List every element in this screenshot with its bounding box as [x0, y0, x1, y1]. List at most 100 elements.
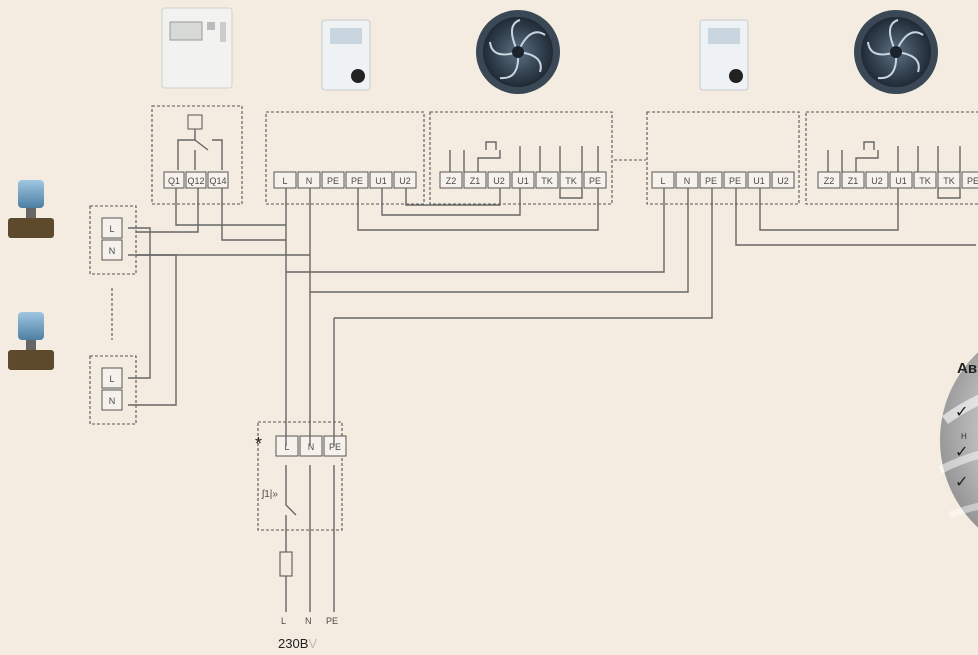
terminal-label: PE [729, 176, 741, 186]
terminal-label: U2 [493, 176, 505, 186]
terminal-label: U2 [777, 176, 789, 186]
terminal-box [101, 217, 123, 239]
terminal-box [297, 171, 321, 189]
terminal-box [369, 171, 393, 189]
terminal-box [535, 171, 559, 189]
terminal-label: Z2 [824, 176, 835, 186]
fan-b-enclosure [805, 111, 978, 205]
terminal-label: Z2 [446, 176, 457, 186]
terminal-label: PE [351, 176, 363, 186]
actuator-2-terminal-strip: LN [101, 367, 123, 411]
terminal-label: TK [943, 176, 955, 186]
panel-title: Ав [957, 360, 978, 377]
terminal-label: PE [705, 176, 717, 186]
terminal-label: TK [919, 176, 931, 186]
feature-panel-sphere [938, 352, 978, 528]
fan-a-enclosure [429, 111, 613, 205]
terminal-label: N [308, 442, 315, 452]
breaker-label: ʃ1|» [261, 489, 278, 500]
voltage-value: 230В [278, 636, 309, 651]
voltage-label: 230ВV [278, 636, 317, 651]
check-mark-icon: ✓ [955, 474, 969, 491]
actuator-1-terminal-strip: LN [101, 217, 123, 261]
valve-actuator-icon [8, 312, 54, 370]
terminal-label: U2 [399, 176, 411, 186]
terminal-box [913, 171, 937, 189]
terminal-label: Q14 [209, 176, 226, 186]
terminal-box [101, 389, 123, 411]
terminal-box [817, 171, 841, 189]
terminal-box [463, 171, 487, 189]
fan-icon [854, 10, 938, 94]
air-unit-icon [699, 19, 749, 91]
terminal-label: U1 [375, 176, 387, 186]
terminal-label: PE [589, 176, 601, 186]
terminal-box [207, 171, 229, 189]
voltage-suffix: V [308, 636, 318, 651]
supply-terminal-strip: L N PE [275, 435, 347, 457]
fan-b-internals [827, 141, 961, 172]
valve-actuator-icon [8, 180, 54, 238]
panel-small-text: Н [961, 432, 967, 441]
terminal-label: U1 [895, 176, 907, 186]
terminal-label: PE [327, 176, 339, 186]
terminal-label: Z1 [470, 176, 481, 186]
terminal-box [345, 171, 369, 189]
fan-a-terminal-strip: Z2 Z1 U2 U1 TK TK PE [439, 171, 607, 189]
terminal-label: TK [541, 176, 553, 186]
unit-b-enclosure [646, 111, 800, 205]
wiring [128, 188, 976, 612]
terminal-box [841, 171, 865, 189]
check-mark-icon: ✓ [955, 404, 969, 421]
fuse-symbol [279, 551, 293, 577]
terminal-box [393, 171, 417, 189]
terminal-label: U1 [753, 176, 765, 186]
terminal-label: TK [565, 176, 577, 186]
actuator-2-enclosure [89, 355, 137, 425]
terminal-box [583, 171, 607, 189]
terminal-box [889, 171, 913, 189]
terminal-box [439, 171, 463, 189]
terminal-label: U2 [871, 176, 883, 186]
terminal-label: L [109, 374, 114, 384]
fan-icon [476, 10, 560, 94]
terminal-label: PE [329, 442, 341, 452]
terminal-label: PE [967, 176, 978, 186]
terminal-box [699, 171, 723, 189]
terminal-label: N [684, 176, 691, 186]
terminal-box [511, 171, 535, 189]
terminal-label: L [282, 176, 287, 186]
terminal-label: L [284, 442, 289, 452]
terminal-box [487, 171, 511, 189]
terminal-box [299, 435, 323, 457]
terminal-label: L [109, 224, 114, 234]
terminal-box [273, 171, 297, 189]
terminal-label: Q1 [168, 176, 180, 186]
terminal-label: N [109, 246, 116, 256]
controller-terminal-strip: Q1 Q12 Q14 [163, 171, 229, 189]
asterisk-note: * [255, 434, 263, 454]
terminal-box [771, 171, 795, 189]
terminal-box [323, 435, 347, 457]
terminal-box [101, 367, 123, 389]
terminal-box [675, 171, 699, 189]
terminal-box [865, 171, 889, 189]
terminal-box [163, 171, 185, 189]
relay-symbol [177, 114, 223, 170]
check-mark-icon: ✓ [955, 444, 969, 461]
terminal-box [651, 171, 675, 189]
terminal-label: N [109, 396, 116, 406]
terminal-label: Q12 [187, 176, 204, 186]
bottom-label-l: L [281, 616, 286, 626]
air-unit-icon [321, 19, 371, 91]
terminal-label: U1 [517, 176, 529, 186]
terminal-box [185, 171, 207, 189]
terminal-box [937, 171, 961, 189]
unit-a-enclosure [265, 111, 425, 205]
terminal-box [101, 239, 123, 261]
actuator-1-enclosure [89, 205, 137, 275]
controller-enclosure [151, 105, 243, 205]
